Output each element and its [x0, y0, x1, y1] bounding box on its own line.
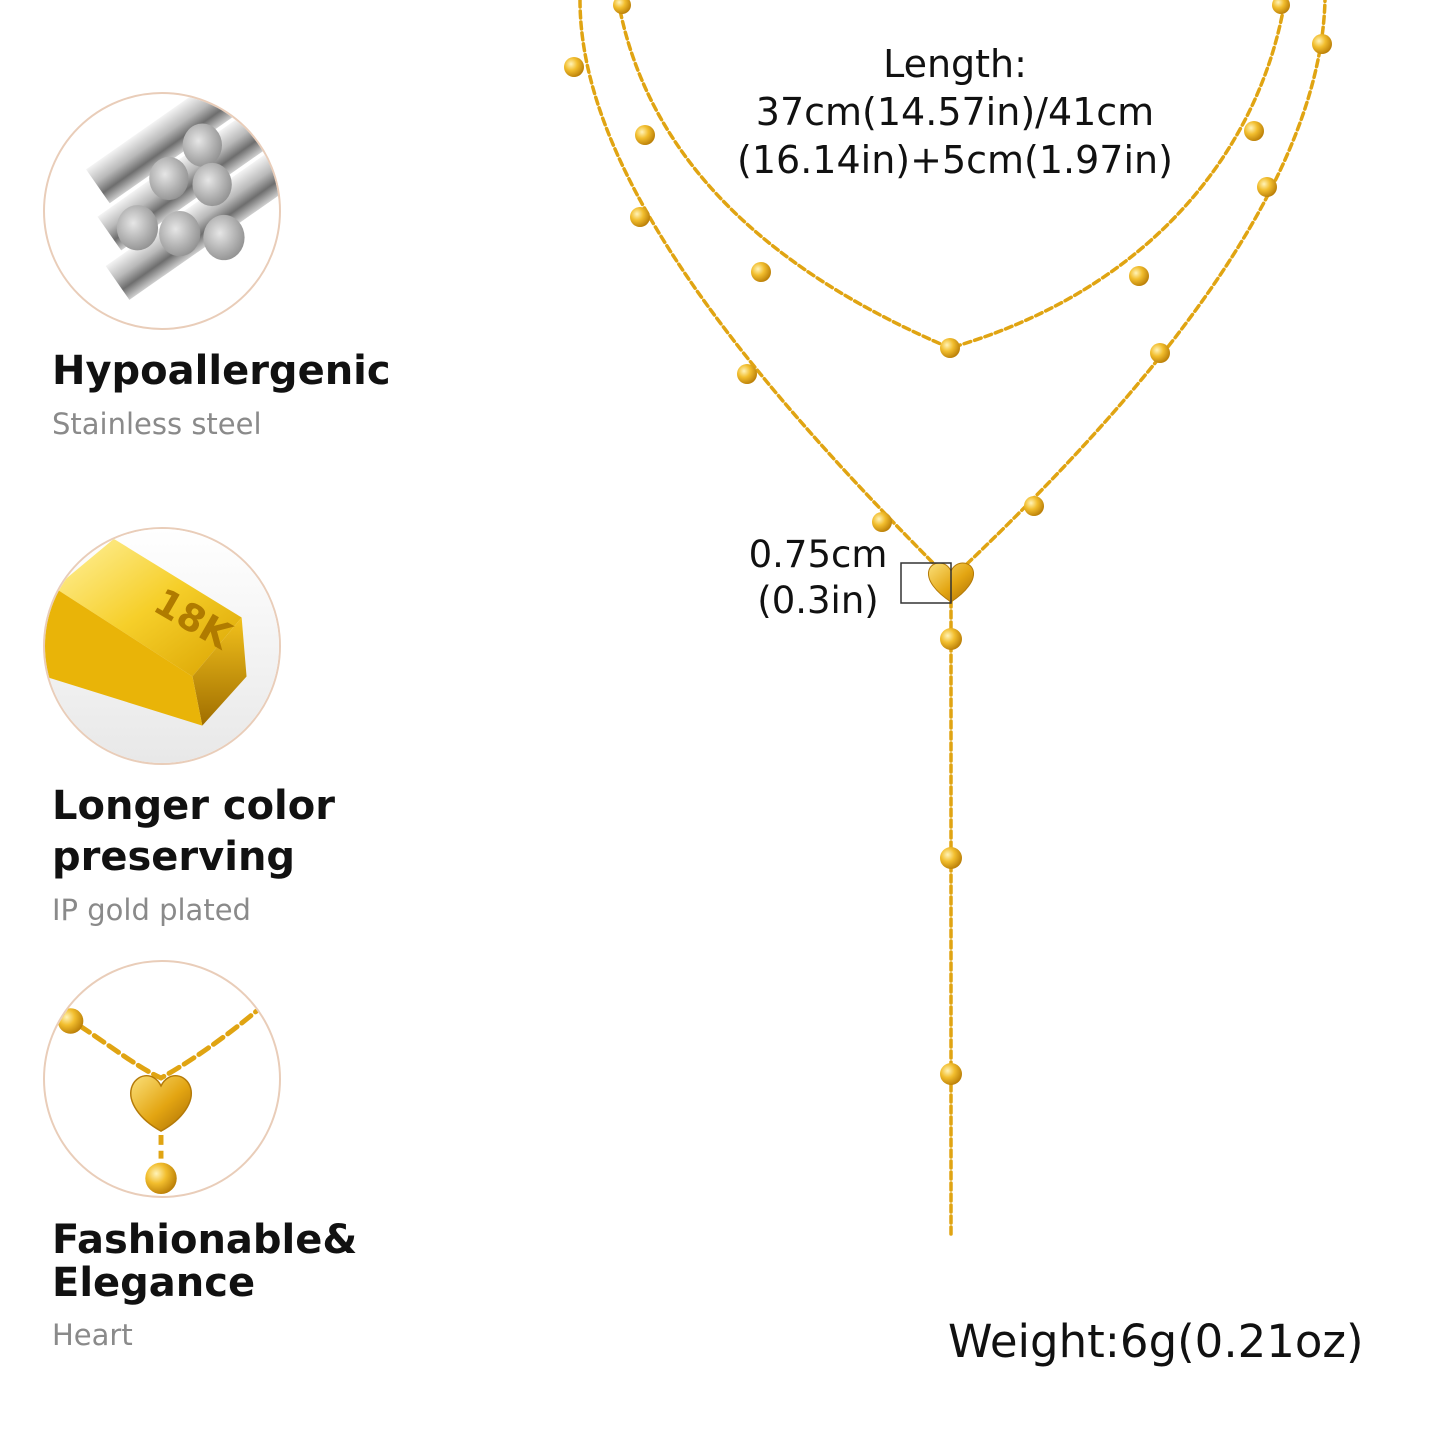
feature-title-color-line2: preserving	[52, 834, 296, 880]
length-line1: 37cm(14.57in)/41cm	[755, 90, 1155, 134]
steel-rods-icon	[43, 92, 281, 330]
gold-bar-icon: 18K	[43, 527, 281, 765]
feature-subtitle-stainless-steel: Stainless steel	[52, 407, 262, 441]
length-annotation: Length: 37cm(14.57in)/41cm (16.14in)+5cm…	[700, 40, 1210, 184]
weight-label: Weight:6g(0.21oz)	[948, 1315, 1364, 1368]
feature-title-fashion-line1: Fashionable&	[52, 1217, 358, 1263]
lower-chain-beads	[564, 34, 1332, 532]
feature-subtitle-heart: Heart	[52, 1318, 133, 1352]
upper-chain-beads	[613, 0, 1290, 358]
pendant-size-bracket	[900, 562, 952, 604]
heart-pendant-icon	[43, 960, 281, 1198]
feature-title-hypoallergenic: Hypoallergenic	[52, 348, 391, 394]
length-line2: (16.14in)+5cm(1.97in)	[737, 138, 1173, 182]
pendant-size-line1: 0.75cm	[748, 533, 888, 576]
length-label: Length:	[883, 42, 1027, 86]
feature-title-color-line1: Longer color	[52, 783, 335, 829]
feature-subtitle-ip-gold-plated: IP gold plated	[52, 893, 251, 927]
feature-title-fashion-line2: Elegance	[52, 1260, 256, 1306]
drop-chain-beads	[940, 628, 962, 1085]
pendant-size-line2: (0.3in)	[757, 579, 879, 622]
pendant-size-annotation: 0.75cm (0.3in)	[728, 532, 908, 624]
